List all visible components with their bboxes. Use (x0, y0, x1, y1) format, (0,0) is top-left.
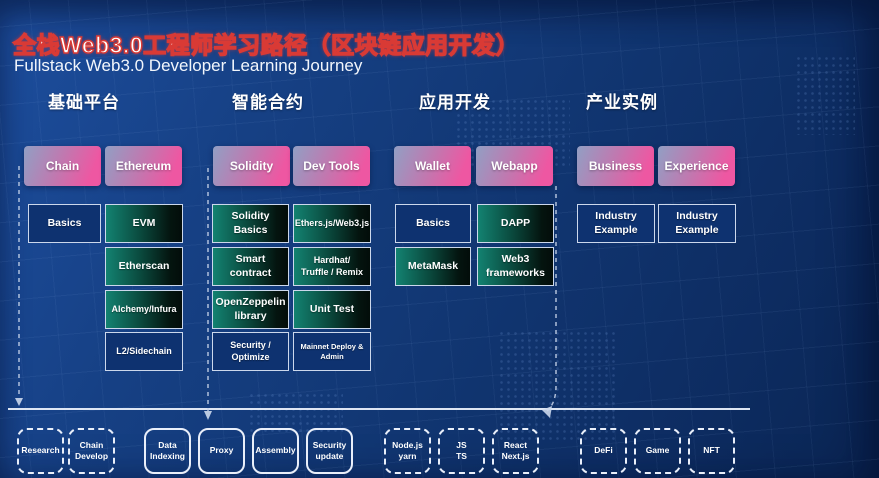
box-dapp: DAPP (477, 204, 554, 243)
chip-proxy: Proxy (198, 428, 245, 474)
track-header-wallet: Wallet (394, 146, 471, 186)
box-basics-chain: Basics (28, 204, 101, 243)
box-ethersjs-web3js: Ethers.js/Web3.js (293, 204, 371, 243)
chip-chain-develop: Chain Develop (68, 428, 115, 474)
box-alchemy-infura: Alchemy/Infura (105, 290, 183, 329)
box-web3-frameworks: Web3 frameworks (477, 247, 554, 286)
chip-data-indexing: Data Indexing (144, 428, 191, 474)
box-l2-sidechain: L2/Sidechain (105, 332, 183, 371)
box-evm: EVM (105, 204, 183, 243)
chip-nodejs-yarn: Node.js yarn (384, 428, 431, 474)
page-subtitle: Fullstack Web3.0 Developer Learning Jour… (14, 56, 363, 75)
dot-texture (498, 330, 618, 442)
box-solidity-basics: Solidity Basics (212, 204, 289, 243)
chip-react-nextjs: React Next.js (492, 428, 539, 474)
page-title: 全栈Web3.0工程师学习路径（区块链应用开发） (12, 31, 520, 58)
box-security-optimize: Security / Optimize (212, 332, 289, 371)
box-hardhat-truffle-remix: Hardhat/ Truffle / Remix (293, 247, 371, 286)
chip-js-ts: JS TS (438, 428, 485, 474)
box-basics-wallet: Basics (395, 204, 471, 243)
track-header-business: Business (577, 146, 654, 186)
box-industry-example-experience: Industry Example (658, 204, 736, 243)
column-label-industry: 产业实例 (586, 93, 658, 112)
box-mainnet-deploy-admin: Mainnet Deploy & Admin (293, 332, 371, 371)
chip-game: Game (634, 428, 681, 474)
track-header-webapp: Webapp (476, 146, 553, 186)
chip-research: Research (17, 428, 64, 474)
box-unit-test: Unit Test (293, 290, 371, 329)
track-header-solidity: Solidity (213, 146, 290, 186)
box-metamask: MetaMask (395, 247, 471, 286)
box-openzeppelin-library: OpenZeppelin library (212, 290, 289, 329)
track-header-dev-tools: Dev Tools (293, 146, 370, 186)
chip-nft: NFT (688, 428, 735, 474)
box-etherscan: Etherscan (105, 247, 183, 286)
column-label-smart-contract: 智能合约 (232, 93, 304, 112)
chip-defi: DeFi (580, 428, 627, 474)
column-label-foundation: 基础平台 (48, 93, 120, 112)
dot-texture (795, 55, 855, 135)
box-industry-example-business: Industry Example (577, 204, 655, 243)
track-header-ethereum: Ethereum (105, 146, 182, 186)
column-label-app-dev: 应用开发 (419, 93, 491, 112)
track-header-chain: Chain (24, 146, 101, 186)
box-smart-contract: Smart contract (212, 247, 289, 286)
chip-security-update: Security update (306, 428, 353, 474)
track-header-experience: Experience (658, 146, 735, 186)
chip-assembly: Assembly (252, 428, 299, 474)
